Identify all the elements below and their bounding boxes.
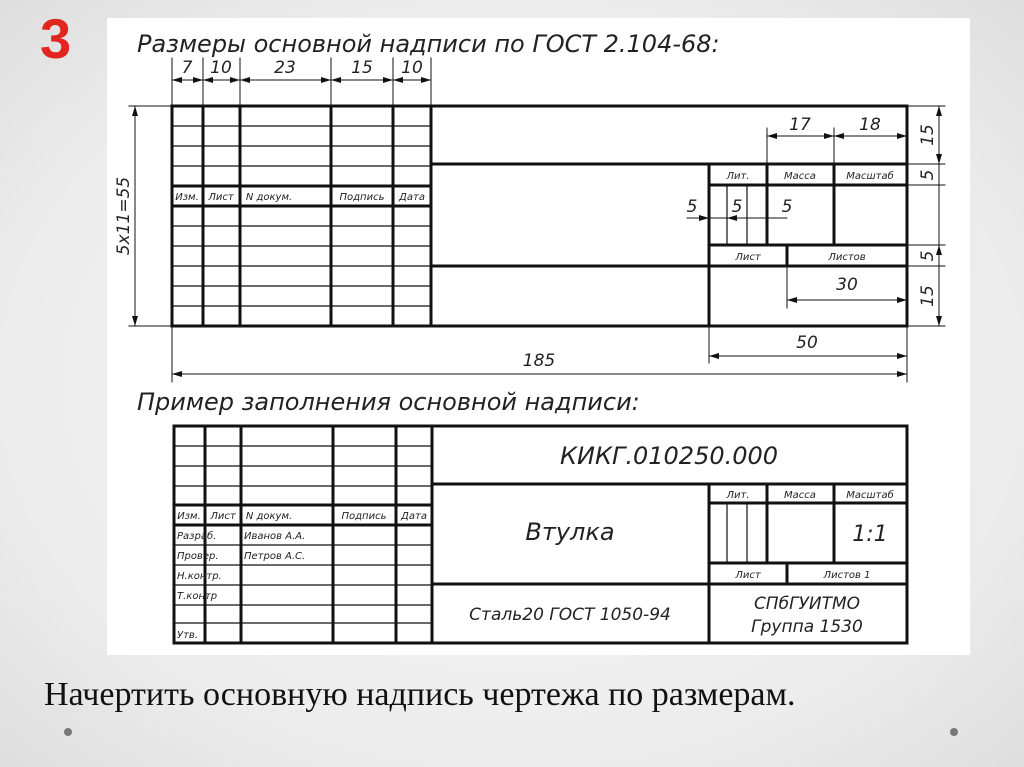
ex-cell-list-sheet: Лист [734,570,762,581]
top-table-thin-lines [171,125,748,307]
drawing-image: Размеры основной надписи по ГОСТ 2.104-6… [107,18,970,655]
role-razrab: Разраб. [177,530,216,542]
dim-7: 7 [182,58,193,78]
org-line2: Группа 1530 [751,617,863,637]
cell-massa: Масса [784,171,816,182]
doc-code: КИКГ.010250.000 [560,442,778,470]
dim-185: 185 [523,351,555,371]
dim-10b: 10 [401,58,423,78]
org-line1: СПбГУИТМО [754,594,860,614]
title-block-drawing: Размеры основной надписи по ГОСТ 2.104-6… [114,30,946,645]
ex-cell-izm: Изм. [177,511,201,522]
cell-data: Дата [398,192,425,203]
dim-50: 50 [796,333,818,353]
dim-5-left: 5 [687,197,698,217]
name-ivanov: Иванов А.А. [244,531,305,542]
dim-5-right-a: 5 [918,170,938,181]
dim-5-right-b: 5 [918,251,938,262]
ex-cell-data: Дата [400,511,427,522]
cell-listov: Листов [827,252,865,263]
ex-cell-listov: Листов 1 [823,570,871,581]
ex-cell-podpis: Подпись [342,511,387,522]
dim-18: 18 [859,115,881,135]
example-table-thin-lines [173,445,748,624]
cell-ndok: N докум. [246,192,292,203]
role-nkontr: Н.контр. [177,571,222,582]
role-utv: Утв. [177,630,198,641]
dim-23: 23 [274,58,296,78]
cell-list-sheet: Лист [734,252,762,263]
dim-5x11-55: 5x11=55 [114,177,134,255]
name-petrov: Петров А.С. [244,551,305,562]
ex-cell-massa: Масса [784,490,816,501]
task-caption: Начертить основную надпись чертежа по ра… [44,676,796,713]
slide-number: 3 [40,7,72,70]
role-tkontr: Т.контр [177,591,217,602]
cell-izm: Изм. [175,192,199,203]
dim-15-right-bottom: 15 [918,285,938,307]
dimension-arrows [132,77,942,377]
cell-masshtab: Масштаб [846,170,894,182]
ex-cell-lit: Лит. [725,490,749,501]
example-table-outline [172,424,909,645]
material: Сталь20 ГОСТ 1050-94 [469,605,671,625]
dim-30: 30 [836,275,858,295]
ex-cell-list: Лист [209,511,237,522]
heading-example: Пример заполнения основной надписи: [137,388,640,416]
corner-dot-left [64,728,72,736]
ex-cell-ndok: N докум. [246,511,292,522]
heading-dimensions: Размеры основной надписи по ГОСТ 2.104-6… [137,30,720,58]
dimension-lines [128,57,946,383]
cell-list: Лист [207,192,235,203]
role-prover: Провер. [177,551,219,562]
dim-15-right-top: 15 [918,124,938,146]
top-table-outline [170,104,909,328]
cell-lit: Лит. [725,171,749,182]
dim-5-right: 5 [782,197,793,217]
dim-15: 15 [351,58,373,78]
dim-5-mid: 5 [732,197,743,217]
corner-dot-right [950,728,958,736]
scale-value: 1:1 [852,522,887,547]
dim-10: 10 [210,58,232,78]
dim-17: 17 [789,115,811,135]
part-name: Втулка [525,518,614,546]
ex-cell-masshtab: Масштаб [846,489,894,501]
cell-podpis: Подпись [340,192,385,203]
